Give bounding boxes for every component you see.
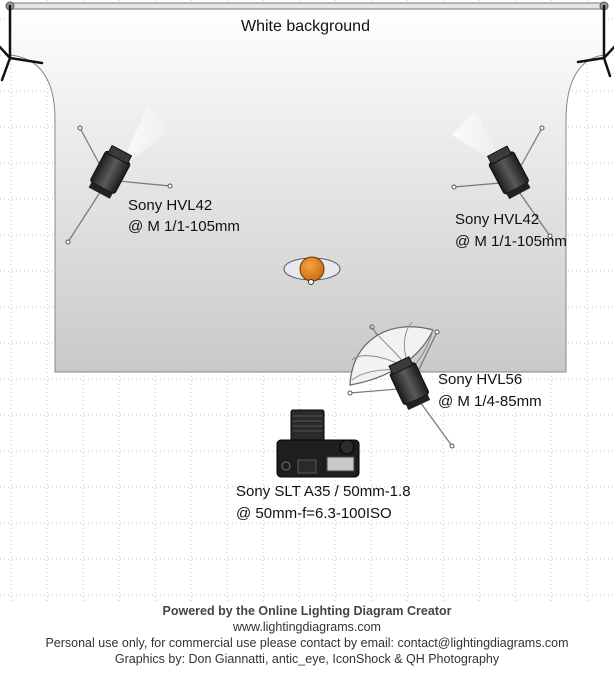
- light-umbrella-model: Sony HVL56: [438, 371, 523, 388]
- backdrop-stand-left: [0, 4, 44, 82]
- credits-footer: Powered by the Online Lighting Diagram C…: [0, 603, 614, 667]
- camera-icon: [276, 409, 360, 478]
- footer-credits: Graphics by: Don Giannatti, antic_eye, I…: [114, 652, 500, 666]
- camera-setting: @ 50mm-f=6.3-100ISO: [236, 505, 392, 522]
- light-right-setting: @ M 1/1-105mm: [455, 233, 567, 250]
- footer-website-link[interactable]: www.lightingdiagrams.com: [233, 620, 381, 634]
- footer-powered-by: Powered by the Online Lighting Diagram C…: [162, 604, 452, 618]
- light-right-model: Sony HVL42: [455, 211, 540, 228]
- light-left-setting: @ M 1/1-105mm: [128, 218, 240, 235]
- camera-model: Sony SLT A35 / 50mm-1.8: [236, 483, 411, 500]
- umbrella-flash-light: [347, 321, 455, 449]
- flash-light-right: [451, 110, 553, 239]
- light-umbrella-setting: @ M 1/4-85mm: [438, 393, 542, 410]
- backdrop-stand-right: [576, 4, 614, 78]
- light-left-model: Sony HVL42: [128, 197, 213, 214]
- backdrop-label: White background: [241, 18, 370, 35]
- flash-light-left: [65, 105, 173, 245]
- white-backdrop: [5, 1, 609, 373]
- footer-contact: Personal use only, for commercial use pl…: [45, 636, 569, 650]
- subject-model: [283, 256, 341, 285]
